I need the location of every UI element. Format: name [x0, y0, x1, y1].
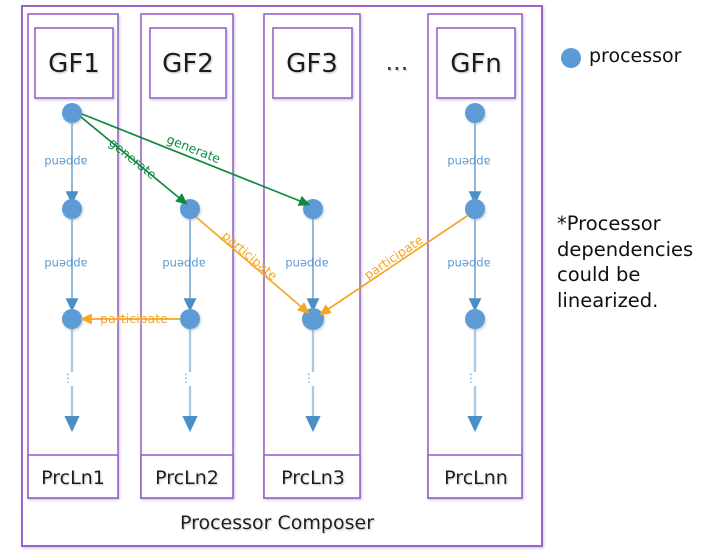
node-gfn-3[interactable]	[465, 309, 485, 329]
node-gf2-2[interactable]	[180, 199, 200, 219]
header-box-gfn	[436, 27, 516, 99]
header-box-gf1	[34, 27, 114, 99]
footer-label-prcln2: PrcLn2	[155, 467, 219, 489]
node-gf3-3[interactable]	[302, 308, 324, 330]
column-ellipsis-gf3: ⋮	[303, 371, 315, 385]
footer-box-prcln1	[27, 454, 119, 499]
node-gfn-2[interactable]	[465, 199, 485, 219]
footer-label-prclnn: PrcLnn	[444, 467, 508, 489]
edge-label-append-gf2-1: append	[162, 257, 205, 271]
column-ellipsis-gf1: ⋮	[62, 371, 74, 385]
header-ellipsis: ...	[386, 48, 409, 76]
node-gf3-2[interactable]	[303, 199, 323, 219]
footer-box-prclnn	[427, 454, 523, 499]
column-ellipsis-gfn: ⋮	[465, 371, 477, 385]
edge-label-append-gf3-1: append	[285, 257, 328, 271]
edge-label-append-gf1-2: append	[44, 257, 87, 271]
footer-box-prcln3	[263, 454, 361, 499]
edge-label-append-gfn-2: append	[447, 257, 490, 271]
header-label-gf1: GF1	[48, 49, 100, 79]
footer-label-prcln3: PrcLn3	[281, 467, 345, 489]
header-label-gfn: GFn	[450, 49, 502, 79]
linearization-note: *Processor dependencies could be lineari…	[557, 212, 694, 313]
edge-generate-gf1-to-gf2	[80, 116, 188, 205]
node-gf1-2[interactable]	[62, 199, 82, 219]
edge-label-participate-1: participate	[100, 311, 168, 326]
edge-generate-gf1-to-gf3	[81, 113, 311, 206]
column-ellipsis-gf2: ⋮	[180, 371, 192, 385]
edge-label-append-gf1-1: append	[44, 155, 87, 169]
edge-participate-gf2-to-gf3	[195, 216, 310, 314]
header-box-gf2	[149, 27, 227, 99]
node-gfn-1[interactable]	[465, 103, 485, 123]
node-gf1-1[interactable]	[62, 103, 82, 123]
footer-box-prcln2	[140, 454, 234, 499]
edge-label-append-gfn-1: append	[447, 155, 490, 169]
edge-participate-gfn-to-gf3	[319, 215, 468, 316]
processor-legend-dot-icon	[561, 48, 581, 68]
header-box-gf3	[272, 27, 353, 99]
node-gf2-3[interactable]	[180, 309, 200, 329]
node-gf1-3[interactable]	[62, 309, 82, 329]
processor-legend-label: processor	[589, 45, 682, 67]
header-label-gf3: GF3	[286, 49, 338, 79]
header-label-gf2: GF2	[162, 49, 214, 79]
composer-title: Processor Composer	[180, 512, 374, 534]
footer-label-prcln1: PrcLn1	[41, 467, 105, 489]
